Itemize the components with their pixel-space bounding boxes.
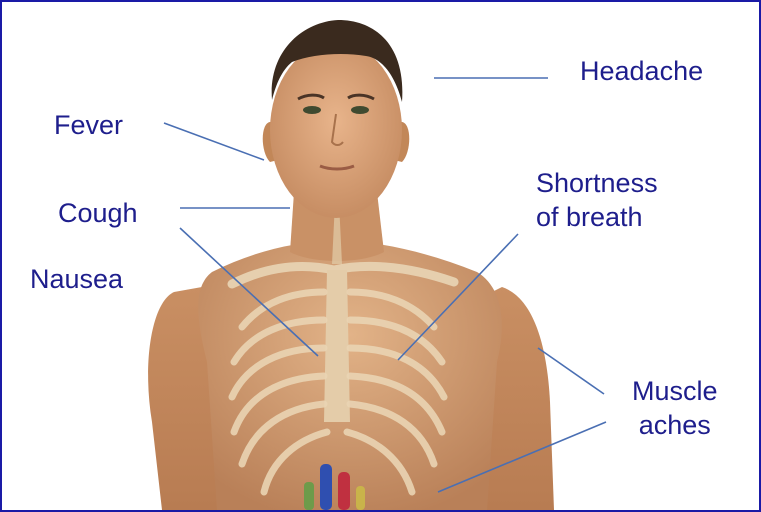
label-muscle-aches: Muscle aches [632, 374, 718, 442]
sternum [324, 270, 350, 422]
organ-red [338, 472, 350, 510]
label-shortness-of-breath: Shortness of breath [536, 166, 658, 234]
label-nausea: Nausea [30, 262, 123, 296]
organ-blue [320, 464, 332, 510]
eye-right [351, 106, 369, 114]
eye-left [303, 106, 321, 114]
organ-yellow [356, 486, 365, 510]
face [270, 42, 402, 218]
label-cough: Cough [58, 196, 138, 230]
label-headache: Headache [580, 54, 703, 88]
organ-green [304, 482, 314, 510]
fever-leader [164, 123, 264, 160]
label-fever: Fever [54, 108, 123, 142]
